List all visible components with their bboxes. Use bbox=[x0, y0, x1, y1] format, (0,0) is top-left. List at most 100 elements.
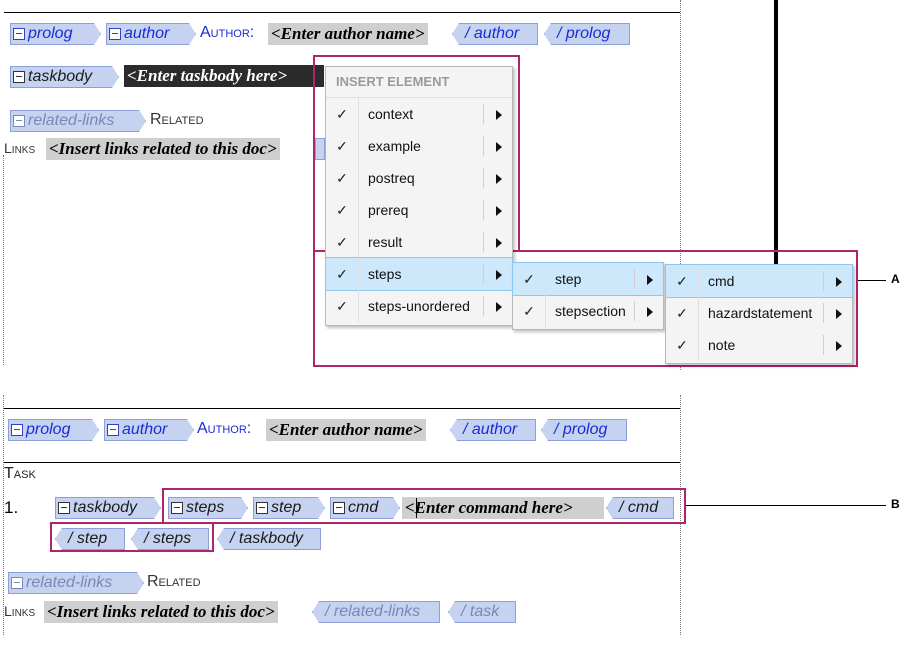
author-placeholder[interactable]: <Enter author name> bbox=[268, 23, 428, 45]
prolog-close-tag-bottom[interactable]: / prolog bbox=[541, 419, 627, 441]
author-label-bottom: Author: bbox=[197, 420, 252, 437]
menu-item-steps-unordered[interactable]: ✓steps-unordered bbox=[326, 290, 512, 322]
callout-a-line bbox=[858, 280, 886, 281]
menu-item-steps[interactable]: ✓steps bbox=[325, 257, 513, 291]
top-rule bbox=[4, 12, 680, 13]
submenu-arrow-icon bbox=[496, 302, 502, 312]
submenu-item-hazardstatement[interactable]: ✓hazardstatement bbox=[666, 297, 852, 329]
window-edge bbox=[774, 0, 778, 264]
check-icon: ✓ bbox=[336, 266, 348, 282]
bottom-rule-task bbox=[4, 462, 680, 463]
taskbody-open-tag[interactable]: taskbody bbox=[10, 66, 119, 88]
text-cursor bbox=[416, 498, 417, 518]
step-open-tag[interactable]: step bbox=[253, 497, 325, 519]
related-links-close-tag[interactable]: / related-links bbox=[312, 601, 440, 623]
links-label: Links bbox=[4, 140, 36, 156]
collapse-icon[interactable] bbox=[11, 424, 23, 436]
menu-item-context[interactable]: ✓context bbox=[326, 98, 512, 130]
steps-submenu: ✓step ✓stepsection bbox=[512, 262, 664, 330]
callout-b-label: B bbox=[891, 497, 900, 511]
menu-item-result[interactable]: ✓result bbox=[326, 226, 512, 258]
callout-b-box-lower bbox=[50, 522, 214, 552]
check-icon: ✓ bbox=[523, 303, 535, 319]
check-icon: ✓ bbox=[676, 337, 688, 353]
submenu-arrow-icon bbox=[647, 307, 653, 317]
taskbody-placeholder[interactable]: <Enter taskbody here> bbox=[124, 65, 324, 87]
related-label: Related bbox=[150, 111, 204, 128]
submenu-item-note[interactable]: ✓note bbox=[666, 329, 852, 361]
menu-item-example[interactable]: ✓example bbox=[326, 130, 512, 162]
related-links-open-tag-bottom[interactable]: related-links bbox=[8, 572, 144, 594]
collapse-icon[interactable] bbox=[256, 502, 268, 514]
steps-close-tag[interactable]: / steps bbox=[131, 528, 209, 550]
author-label: Author: bbox=[200, 24, 255, 41]
author-open-tag[interactable]: author bbox=[106, 23, 196, 45]
menu-item-prereq[interactable]: ✓prereq bbox=[326, 194, 512, 226]
collapse-icon[interactable] bbox=[13, 71, 25, 83]
links-placeholder-bottom[interactable]: <Insert links related to this doc> bbox=[44, 601, 278, 623]
submenu-item-cmd[interactable]: ✓cmd bbox=[665, 264, 853, 298]
prolog-open-tag[interactable]: prolog bbox=[10, 23, 101, 45]
collapse-icon[interactable] bbox=[171, 502, 183, 514]
insert-element-menu: INSERT ELEMENT ✓context ✓example ✓postre… bbox=[325, 66, 513, 326]
submenu-item-step[interactable]: ✓step bbox=[512, 262, 664, 296]
check-icon: ✓ bbox=[336, 202, 348, 218]
check-icon: ✓ bbox=[336, 138, 348, 154]
command-placeholder[interactable]: <Enter command here> bbox=[402, 497, 604, 519]
collapse-icon[interactable] bbox=[109, 28, 121, 40]
author-close-tag-bottom[interactable]: / author bbox=[450, 419, 536, 441]
steps-open-tag[interactable]: steps bbox=[168, 497, 248, 519]
callout-a-box-lower bbox=[313, 250, 858, 367]
submenu-item-stepsection[interactable]: ✓stepsection bbox=[513, 295, 663, 327]
taskbody-open-tag-bottom[interactable]: taskbody bbox=[55, 497, 161, 519]
submenu-arrow-icon bbox=[836, 341, 842, 351]
check-icon: ✓ bbox=[336, 106, 348, 122]
collapse-icon[interactable] bbox=[58, 502, 70, 514]
collapse-icon[interactable] bbox=[13, 28, 25, 40]
submenu-arrow-icon bbox=[496, 174, 502, 184]
step-close-tag[interactable]: / step bbox=[55, 528, 125, 550]
hidden-close-tag-fragment bbox=[315, 138, 325, 160]
cmd-close-tag[interactable]: / cmd bbox=[606, 497, 674, 519]
bottom-rule-top bbox=[4, 408, 680, 409]
submenu-arrow-icon bbox=[496, 238, 502, 248]
author-open-tag-bottom[interactable]: author bbox=[104, 419, 194, 441]
collapse-icon[interactable] bbox=[11, 577, 23, 589]
top-right-margin bbox=[680, 0, 681, 370]
task-close-tag[interactable]: / task bbox=[448, 601, 516, 623]
callout-b-line bbox=[686, 505, 886, 506]
callout-a-box-upper bbox=[313, 55, 520, 252]
top-left-margin bbox=[3, 155, 4, 365]
cmd-open-tag[interactable]: cmd bbox=[330, 497, 400, 519]
links-placeholder[interactable]: <Insert links related to this doc> bbox=[46, 138, 280, 160]
related-label-bottom: Related bbox=[147, 573, 201, 590]
links-label-bottom: Links bbox=[4, 603, 36, 619]
submenu-arrow-icon bbox=[496, 110, 502, 120]
check-icon: ✓ bbox=[336, 234, 348, 250]
submenu-arrow-icon bbox=[836, 309, 842, 319]
author-close-tag[interactable]: / author bbox=[452, 23, 538, 45]
callout-a-label: A bbox=[891, 272, 900, 286]
bottom-right-margin bbox=[680, 395, 681, 635]
submenu-arrow-icon bbox=[496, 142, 502, 152]
callout-b-box-upper bbox=[162, 488, 686, 524]
menu-header: INSERT ELEMENT bbox=[326, 67, 512, 98]
submenu-arrow-icon bbox=[496, 206, 502, 216]
related-links-open-tag[interactable]: related-links bbox=[10, 110, 146, 132]
menu-item-postreq[interactable]: ✓postreq bbox=[326, 162, 512, 194]
submenu-arrow-icon bbox=[647, 275, 653, 285]
check-icon: ✓ bbox=[676, 273, 688, 289]
collapse-icon[interactable] bbox=[107, 424, 119, 436]
prolog-close-tag[interactable]: / prolog bbox=[544, 23, 630, 45]
bottom-left-margin bbox=[3, 395, 4, 635]
submenu-arrow-icon bbox=[836, 277, 842, 287]
author-placeholder-bottom[interactable]: <Enter author name> bbox=[266, 419, 426, 441]
taskbody-close-tag[interactable]: / taskbody bbox=[217, 528, 321, 550]
collapse-icon[interactable] bbox=[333, 502, 345, 514]
check-icon: ✓ bbox=[336, 298, 348, 314]
collapse-icon[interactable] bbox=[13, 115, 25, 127]
check-icon: ✓ bbox=[676, 305, 688, 321]
step-submenu: ✓cmd ✓hazardstatement ✓note bbox=[665, 264, 853, 364]
prolog-open-tag-bottom[interactable]: prolog bbox=[8, 419, 99, 441]
check-icon: ✓ bbox=[523, 271, 535, 287]
